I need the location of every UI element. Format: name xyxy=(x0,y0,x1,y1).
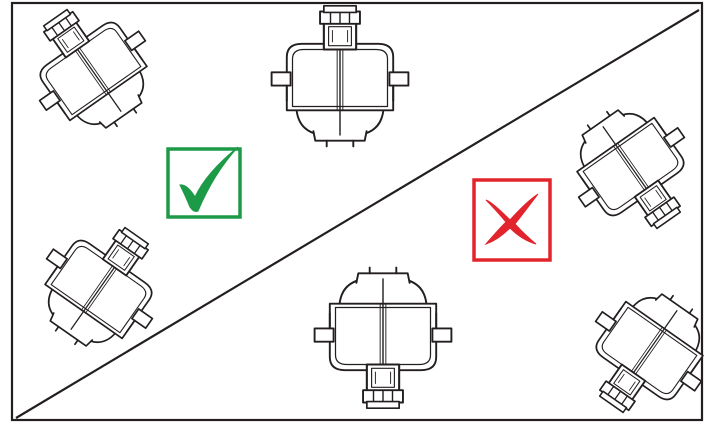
cross-icon xyxy=(472,178,552,262)
checkmark-icon xyxy=(166,145,242,219)
diagonal-divider xyxy=(15,9,700,419)
